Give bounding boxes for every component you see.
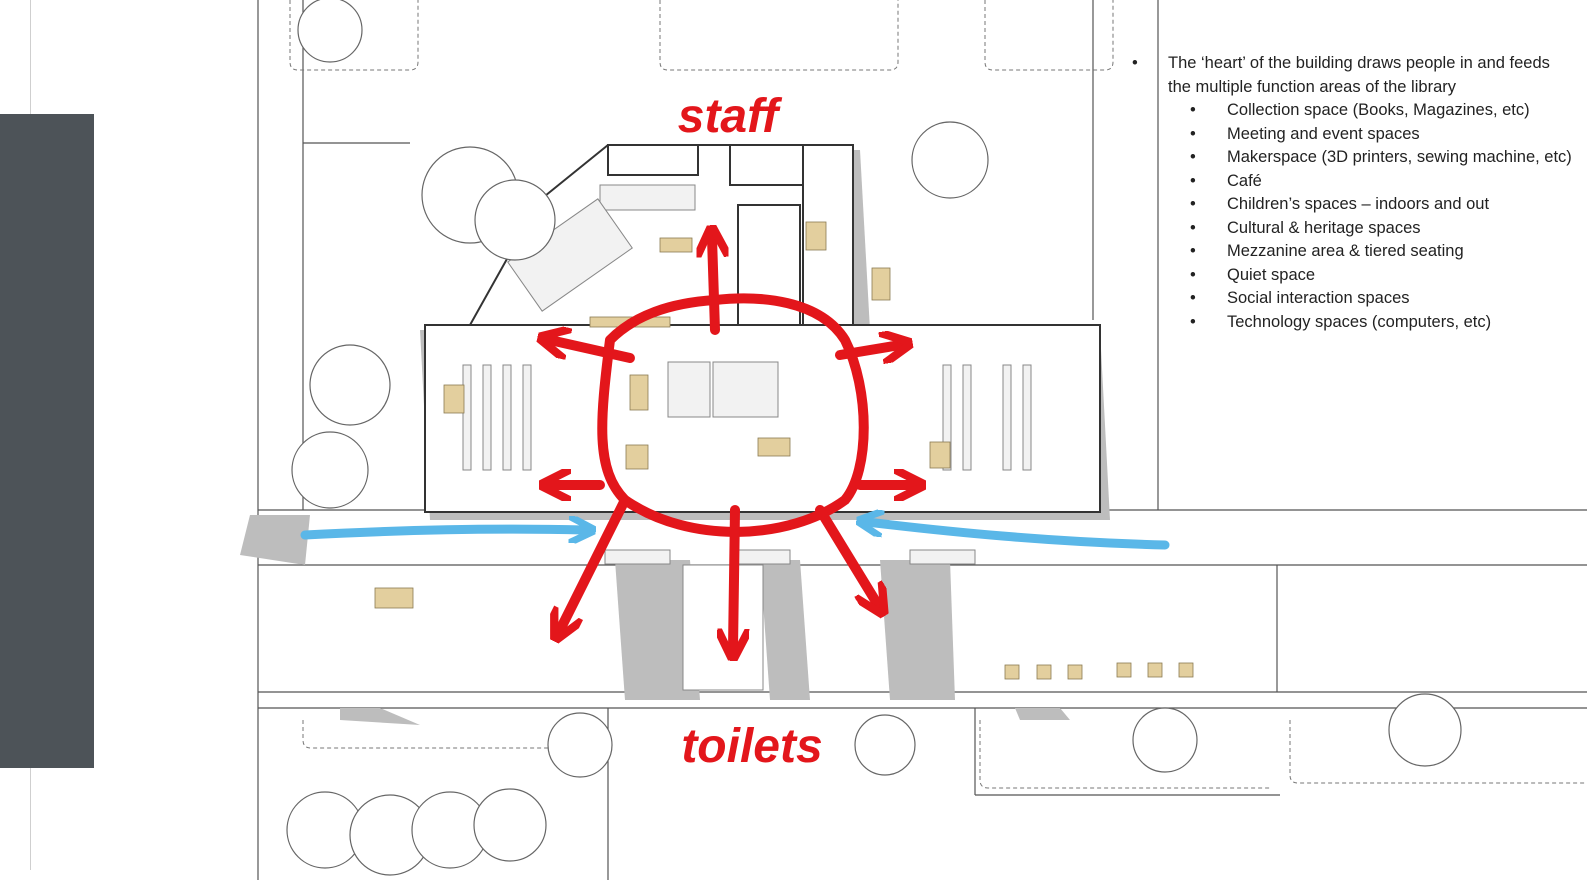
arrow-lower-left [560, 495, 630, 630]
dashed-lots [289, 0, 1587, 789]
arrow-down [733, 505, 735, 648]
staff-label: staff [678, 90, 782, 143]
arrow-upper-left [550, 340, 635, 363]
trees [286, 0, 1462, 876]
notes-intro: The ‘heart’ of the building draws people… [1132, 52, 1572, 99]
interior-detail [462, 184, 1032, 691]
list-item: Children’s spaces – indoors and out [1190, 193, 1572, 217]
entry-arrow-right [867, 522, 1170, 550]
entry-arrow-left [300, 529, 585, 535]
list-item: Meeting and event spaces [1190, 123, 1572, 147]
entry-arrows [300, 522, 1170, 550]
list-item: Collection space (Books, Magazines, etc) [1190, 99, 1572, 123]
function-areas-list: Collection space (Books, Magazines, etc)… [1132, 99, 1572, 334]
list-item: Quiet space [1190, 264, 1572, 288]
list-item: Cultural & heritage spaces [1190, 217, 1572, 241]
toilets-label: toilets [681, 720, 822, 773]
arrow-lower-right [815, 505, 878, 605]
furniture [374, 221, 1194, 680]
list-item: Café [1190, 170, 1572, 194]
list-item: Social interaction spaces [1190, 287, 1572, 311]
arrow-upper-right [835, 345, 900, 355]
list-item: Mezzanine area & tiered seating [1190, 240, 1572, 264]
arrow-up [712, 238, 715, 335]
heart-annotation [550, 238, 913, 648]
notes-list: The ‘heart’ of the building draws people… [1132, 52, 1572, 334]
list-item: Makerspace (3D printers, sewing machine,… [1190, 146, 1572, 170]
side-accent-bar [0, 114, 94, 768]
list-item: Technology spaces (computers, etc) [1190, 311, 1572, 335]
